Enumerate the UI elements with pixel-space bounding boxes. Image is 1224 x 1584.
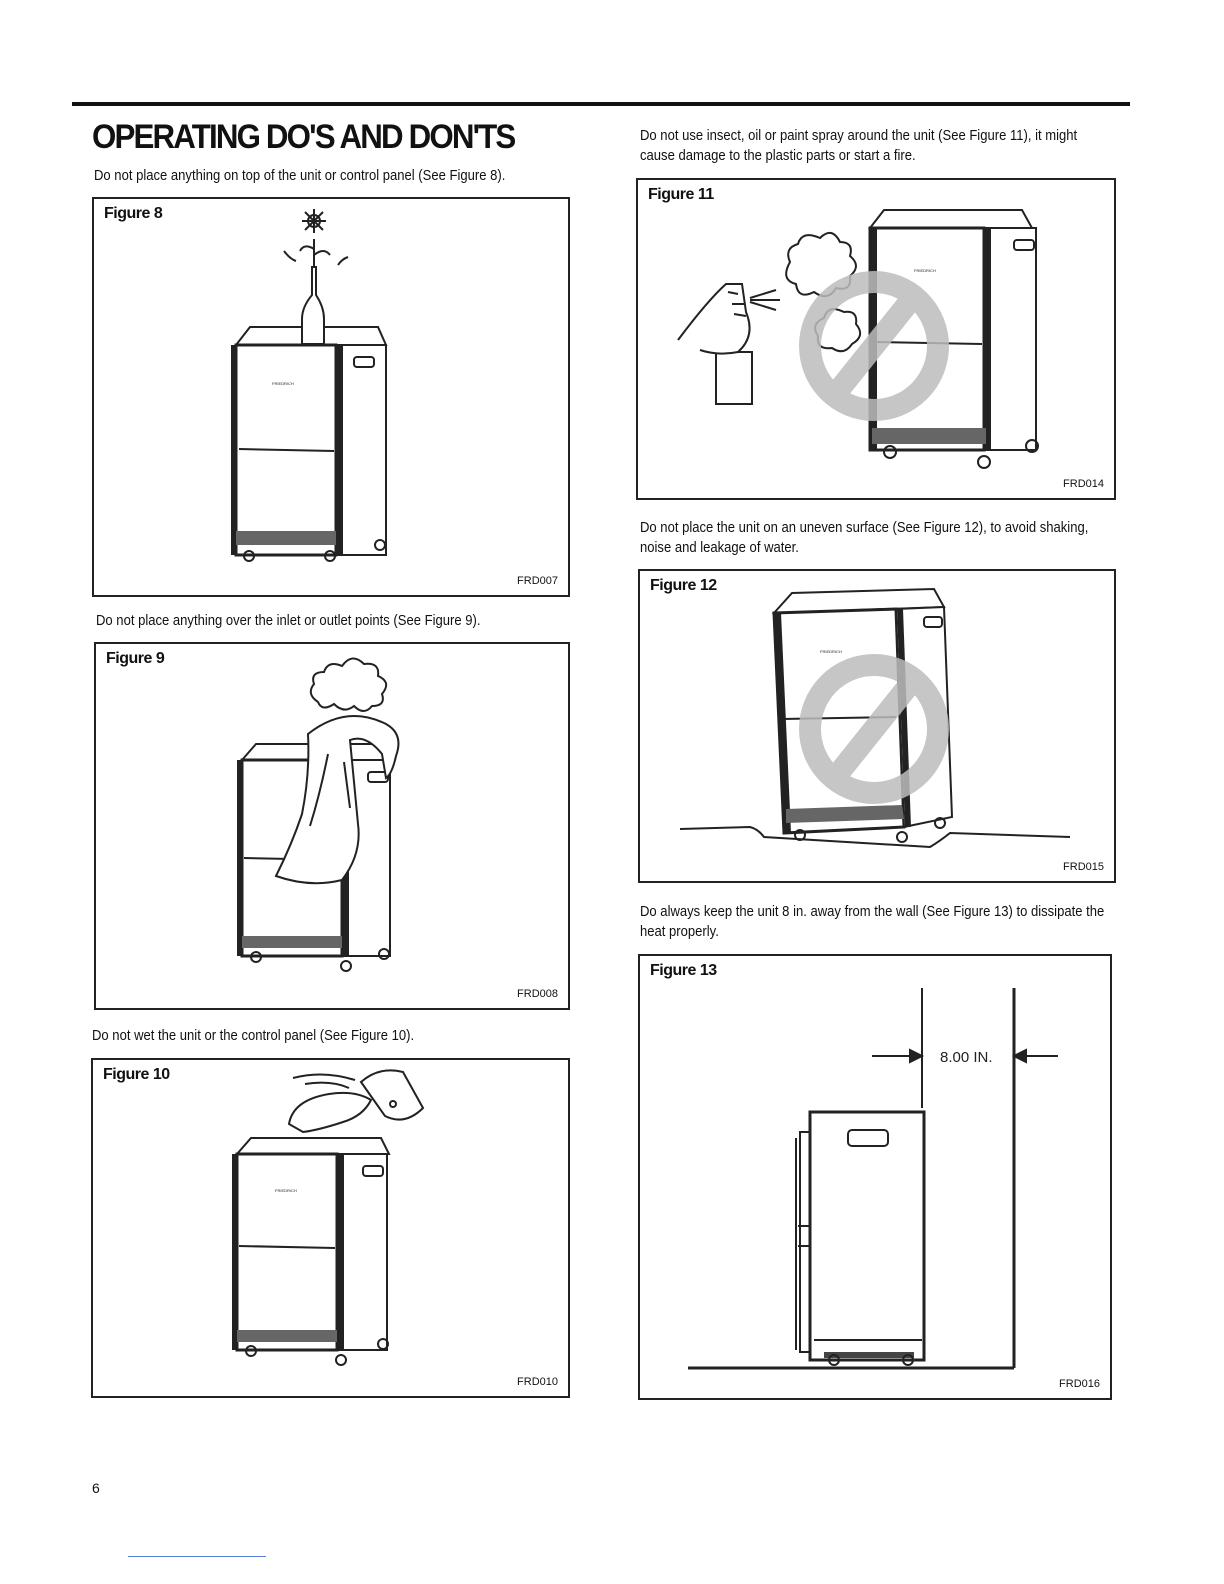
svg-text:FRIEDRICH: FRIEDRICH <box>820 649 842 654</box>
figure-8-title: Figure 8 <box>104 205 163 222</box>
figure-9-title: Figure 9 <box>106 650 165 667</box>
wall-clearance-illustration: 8.00 IN. <box>688 988 1058 1370</box>
figure-8-code: FRD007 <box>517 575 558 587</box>
page-title: OPERATING DO'S AND DON'TS <box>92 118 516 156</box>
figure-13: 8.00 IN. Figure 13 FRD016 <box>638 954 1112 1400</box>
figure-11: FRIEDRICH Figure 11 FRD014 <box>636 178 1116 500</box>
figure-9-code: FRD008 <box>517 988 558 1000</box>
instruction-figure-8: Do not place anything on top of the unit… <box>94 168 506 184</box>
unit-with-cloth-illustration <box>237 657 400 972</box>
top-rule <box>72 102 1130 106</box>
uneven-surface-illustration: FRIEDRICH <box>679 587 1071 849</box>
instruction-figure-11: Do not use insect, oil or paint spray ar… <box>640 128 1078 164</box>
figure-13-code: FRD016 <box>1059 1378 1100 1390</box>
page-number: 6 <box>92 1480 100 1496</box>
footer-link-underline <box>128 1556 266 1557</box>
figure-10-code: FRD010 <box>517 1376 558 1388</box>
figure-11-code: FRD014 <box>1063 478 1104 490</box>
unit-with-vase-illustration: FRIEDRICH <box>231 209 388 562</box>
svg-text:FRIEDRICH: FRIEDRICH <box>914 268 936 273</box>
instruction-figure-13: Do always keep the unit 8 in. away from … <box>640 904 1105 940</box>
figure-10-title: Figure 10 <box>103 1066 170 1083</box>
svg-text:FRIEDRICH: FRIEDRICH <box>272 381 294 386</box>
instruction-figure-12: Do not place the unit on an uneven surfa… <box>640 520 1089 556</box>
no-spray-illustration: FRIEDRICH <box>677 209 1039 469</box>
figure-13-title: Figure 13 <box>650 962 717 979</box>
instruction-figure-10: Do not wet the unit or the control panel… <box>92 1028 415 1044</box>
figure-11-title: Figure 11 <box>648 186 714 203</box>
figure-10: FRIEDRICH Figure 10 FRD010 <box>91 1058 570 1398</box>
unit-wet-illustration: FRIEDRICH <box>232 1069 425 1366</box>
figure-8: FRIEDRICH Figure 8 FRD007 <box>92 197 570 597</box>
svg-text:FRIEDRICH: FRIEDRICH <box>275 1188 297 1193</box>
clearance-dimension-label: 8.00 IN. <box>940 1049 993 1066</box>
figure-12-title: Figure 12 <box>650 577 717 594</box>
figure-12-code: FRD015 <box>1063 861 1104 873</box>
figure-9: Figure 9 FRD008 <box>94 642 570 1010</box>
instruction-figure-9: Do not place anything over the inlet or … <box>96 613 481 629</box>
figure-12: FRIEDRICH Figure 12 FRD015 <box>638 569 1116 883</box>
